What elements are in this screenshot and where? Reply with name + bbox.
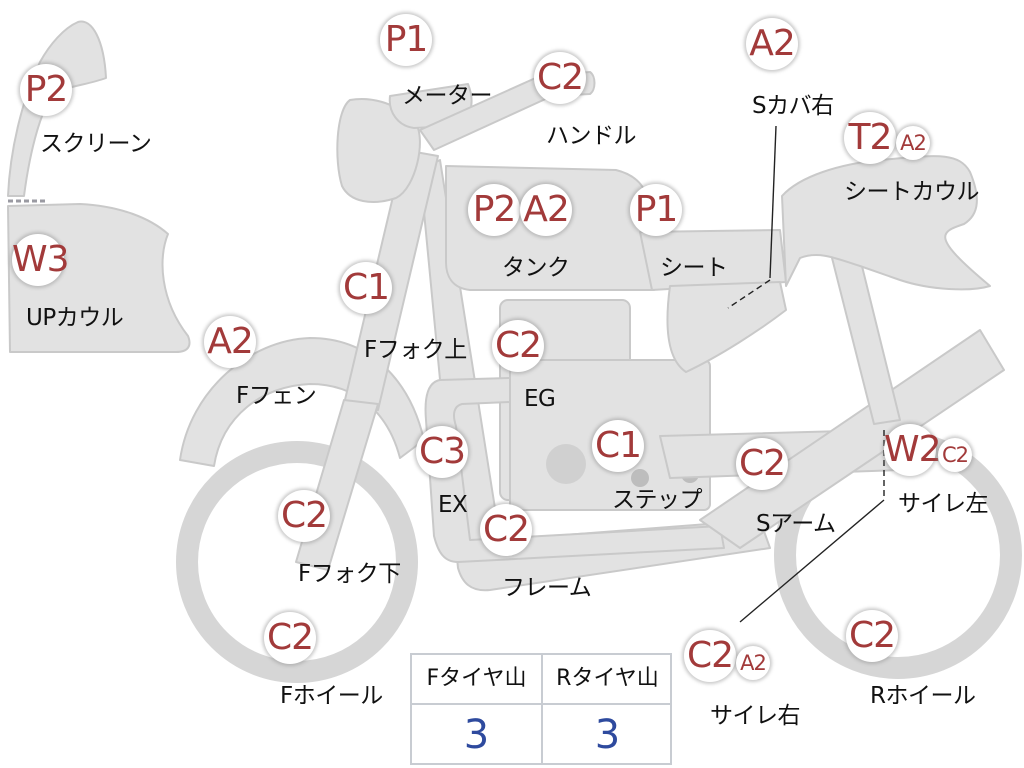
grade-badge-small: C2 <box>938 438 972 472</box>
rear-tire-value: 3 <box>594 712 621 758</box>
frame-shape <box>419 159 771 592</box>
part-label-front-wheel: Fホイール <box>280 683 383 709</box>
grade-badge-small: A2 <box>736 646 770 680</box>
grade-badge: A2 <box>746 18 798 70</box>
part-label-engine: EG <box>524 386 556 412</box>
grade-badge: C2 <box>684 630 736 682</box>
grade-badge: C1 <box>340 262 392 314</box>
engine-cover-shape <box>546 444 586 484</box>
part-label-swing-arm: Sアーム <box>756 511 836 537</box>
grade-badge: C2 <box>492 320 544 372</box>
grade-badge: A2 <box>204 316 256 368</box>
part-label-screen: スクリーン <box>40 131 152 157</box>
grade-badge: A2 <box>520 184 572 236</box>
exhaust-shape <box>424 377 725 563</box>
side-cover-leader <box>769 125 777 279</box>
part-label-muffler-left: サイレ左 <box>898 491 989 517</box>
part-label-side-cover-right: Sカバ右 <box>752 93 834 119</box>
grade-badge: W2 <box>884 424 942 476</box>
part-label-exhaust: EX <box>438 492 468 518</box>
part-label-up-cowl: UPカウル <box>26 305 124 331</box>
grade-badge-small: A2 <box>896 126 930 160</box>
grade-badge: C3 <box>416 426 468 478</box>
side-cover-leader-dash <box>727 279 771 309</box>
front-tire-column: Fタイヤ山 3 <box>412 655 543 763</box>
part-label-frame: フレーム <box>502 575 592 601</box>
part-label-step: ステップ <box>612 487 703 513</box>
part-label-handle: ハンドル <box>546 123 637 149</box>
part-label-meter: メーター <box>402 83 493 109</box>
grade-badge: P1 <box>630 184 682 236</box>
grade-badge: C2 <box>264 612 316 664</box>
rear-tire-column: Rタイヤ山 3 <box>543 655 672 763</box>
part-label-rear-wheel: Rホイール <box>870 683 976 709</box>
part-label-front-fender: Fフェン <box>236 383 317 409</box>
side-cover-shape <box>666 281 787 373</box>
tire-tread-table: Fタイヤ山 3 Rタイヤ山 3 <box>410 653 672 765</box>
grade-badge: T2 <box>844 112 896 164</box>
front-tire-header: Fタイヤ山 <box>412 655 541 705</box>
grade-badge: C2 <box>480 504 532 556</box>
grade-badge: C2 <box>736 438 788 490</box>
part-label-seat: シート <box>660 255 728 281</box>
grade-badge: P2 <box>468 184 520 236</box>
grade-badge: C1 <box>592 420 644 472</box>
step-peg-1 <box>631 469 649 487</box>
grade-badge: C2 <box>846 610 898 662</box>
part-label-tank: タンク <box>502 255 570 281</box>
grade-badge: C2 <box>534 52 586 104</box>
screen-shape <box>7 20 107 197</box>
grade-badge: P1 <box>380 14 432 66</box>
muffler-right-leader <box>739 499 885 623</box>
part-label-muffler-right: サイレ右 <box>710 703 801 729</box>
grade-badge: C2 <box>278 490 330 542</box>
grade-badge: W3 <box>12 234 70 286</box>
part-label-seat-cowl: シートカウル <box>844 179 980 205</box>
part-label-fork-upper: Fフォク上 <box>364 337 467 363</box>
grade-badge: P2 <box>20 64 72 116</box>
rear-tire-header: Rタイヤ山 <box>543 655 672 705</box>
part-label-fork-lower: Fフォク下 <box>298 561 401 587</box>
front-tire-value: 3 <box>463 712 490 758</box>
